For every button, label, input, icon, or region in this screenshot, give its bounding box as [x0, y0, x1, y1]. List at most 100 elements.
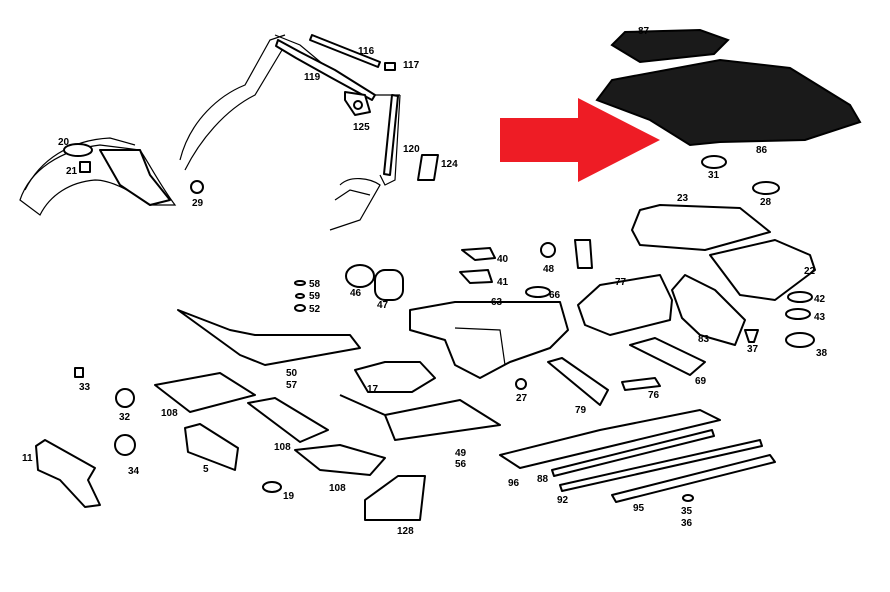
label-47: 47 — [377, 300, 389, 311]
part-31-grommet — [701, 155, 727, 169]
part-83 — [671, 274, 746, 346]
label-57: 57 — [286, 380, 298, 391]
highlight-arrow — [500, 98, 660, 182]
part-66 — [525, 286, 551, 298]
window-trim-parts — [275, 34, 439, 181]
part-40 — [461, 247, 496, 261]
part-49-panel — [339, 394, 501, 441]
part-35 — [682, 494, 694, 502]
part-52 — [294, 304, 306, 312]
part-86-trunk-mat — [595, 58, 862, 147]
label-108-a: 108 — [161, 408, 178, 419]
part-96 — [499, 409, 721, 469]
label-79: 79 — [575, 405, 587, 416]
label-46: 46 — [350, 288, 362, 299]
part-108a — [154, 372, 256, 413]
label-20: 20 — [58, 137, 70, 148]
label-38: 38 — [816, 348, 828, 359]
label-56: 56 — [455, 459, 467, 470]
label-120: 120 — [403, 144, 420, 155]
label-116: 116 — [358, 46, 375, 57]
label-43: 43 — [814, 312, 826, 323]
label-124: 124 — [441, 159, 458, 170]
label-35: 35 — [681, 506, 693, 517]
label-32: 32 — [119, 412, 131, 423]
part-34 — [114, 434, 136, 456]
part-69 — [629, 337, 706, 376]
label-27: 27 — [516, 393, 528, 404]
label-58: 58 — [309, 279, 321, 290]
part-28-grommet — [752, 181, 780, 195]
part-5 — [184, 423, 239, 471]
label-63: 63 — [491, 297, 503, 308]
part-77-tunnel — [577, 274, 673, 336]
label-125: 125 — [353, 122, 370, 133]
label-11: 11 — [22, 453, 33, 464]
label-33: 33 — [79, 382, 91, 393]
label-22: 22 — [804, 266, 816, 277]
label-95: 95 — [633, 503, 645, 514]
part-27 — [515, 378, 527, 390]
label-49: 49 — [455, 448, 467, 459]
part-19 — [262, 481, 282, 493]
label-108-c: 108 — [329, 483, 346, 494]
label-41: 41 — [497, 277, 509, 288]
label-17: 17 — [367, 384, 379, 395]
label-23: 23 — [677, 193, 689, 204]
part-38 — [785, 332, 815, 348]
label-52: 52 — [309, 304, 321, 315]
label-92: 92 — [557, 495, 569, 506]
part-48-bracket — [574, 239, 593, 269]
label-5: 5 — [203, 464, 209, 475]
label-69: 69 — [695, 376, 707, 387]
label-117: 117 — [403, 60, 420, 71]
label-77: 77 — [615, 277, 627, 288]
label-42: 42 — [814, 294, 826, 305]
part-79 — [547, 357, 609, 406]
label-119: 119 — [304, 72, 321, 83]
part-87-mat — [610, 28, 730, 64]
label-83: 83 — [698, 334, 710, 345]
part-58 — [294, 280, 306, 286]
part-59 — [295, 293, 305, 299]
part-88 — [551, 429, 715, 477]
part-95 — [611, 454, 776, 503]
label-50: 50 — [286, 368, 298, 379]
part-46 — [345, 264, 375, 288]
part-42 — [787, 291, 813, 303]
part-63-duct — [409, 301, 569, 379]
part-11 — [35, 439, 101, 508]
part-labels: 87 86 31 28 23 22 116 117 119 125 120 12… — [22, 26, 828, 537]
label-86: 86 — [756, 145, 768, 156]
label-88: 88 — [537, 474, 549, 485]
label-36: 36 — [681, 518, 693, 529]
label-19: 19 — [283, 491, 295, 502]
part-17 — [354, 361, 436, 393]
label-66: 66 — [549, 290, 561, 301]
label-48: 48 — [543, 264, 555, 275]
label-76: 76 — [648, 390, 660, 401]
body-rear-shell — [19, 34, 401, 231]
part-32 — [115, 388, 135, 408]
label-37: 37 — [747, 344, 759, 355]
label-108-b: 108 — [274, 442, 291, 453]
label-34: 34 — [128, 466, 140, 477]
label-21: 21 — [66, 166, 78, 177]
part-37 — [744, 329, 759, 343]
part-43 — [785, 308, 811, 320]
part-128 — [364, 475, 426, 521]
part-50-panel — [177, 309, 361, 366]
part-47 — [374, 269, 404, 301]
part-76 — [621, 377, 661, 391]
part-23-panel — [631, 204, 771, 251]
label-87: 87 — [638, 26, 650, 37]
label-31: 31 — [708, 170, 720, 181]
label-40: 40 — [497, 254, 509, 265]
part-33 — [74, 367, 84, 378]
label-29: 29 — [192, 198, 204, 209]
label-59: 59 — [309, 291, 321, 302]
label-28: 28 — [760, 197, 772, 208]
part-108b — [247, 397, 329, 443]
